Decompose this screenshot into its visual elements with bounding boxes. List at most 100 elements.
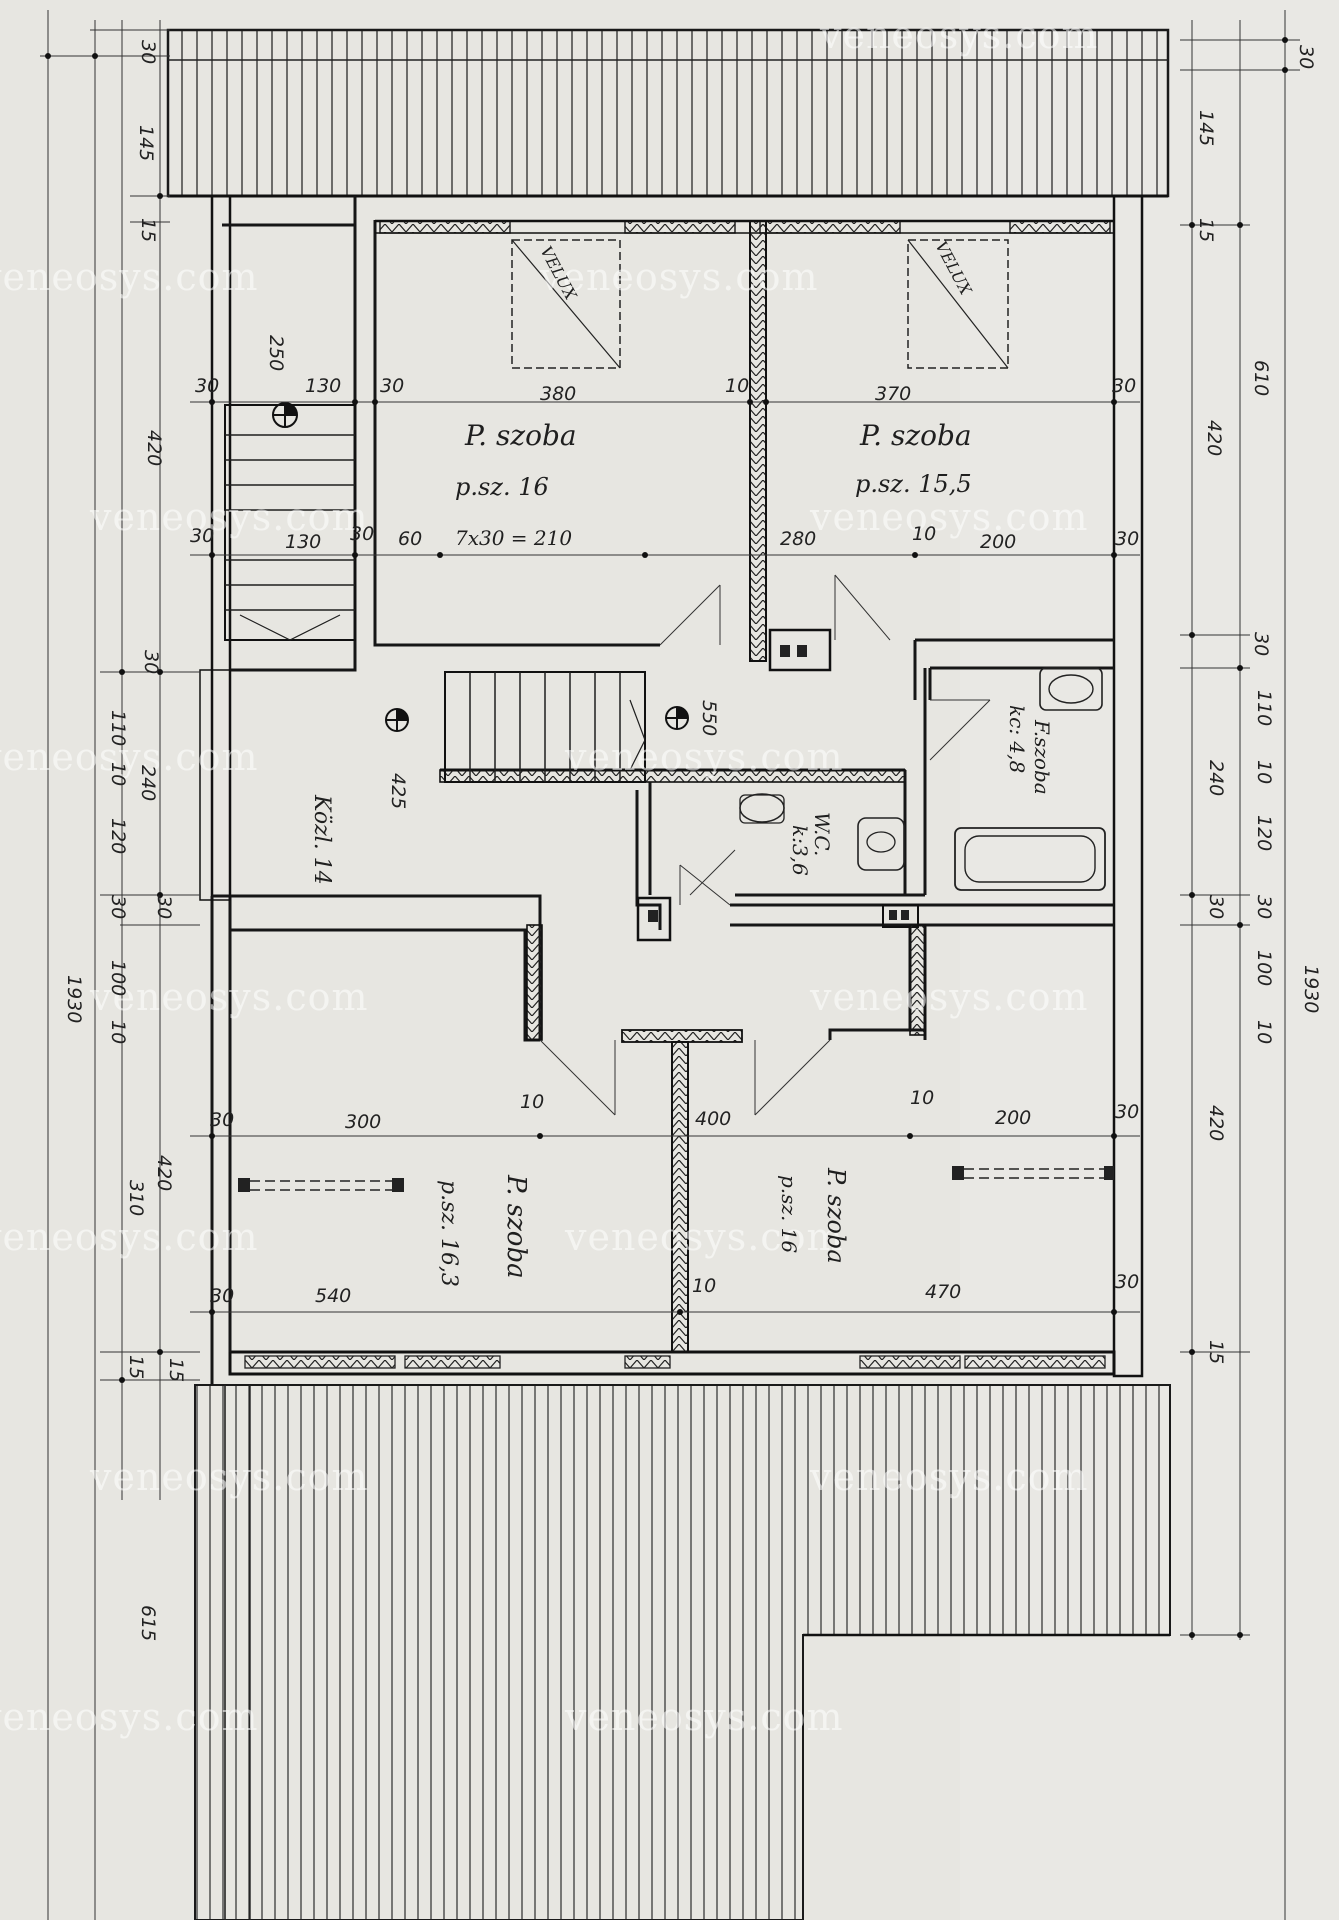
lower-staircase — [444, 671, 646, 783]
dims-left: 30 145 15 420 30 110 10 240 120 30 30 10… — [63, 40, 187, 1641]
dims-row-mid: 30 130 30 60 280 10 200 30 — [190, 523, 1139, 553]
hall-name: Közl. 14 — [309, 794, 334, 885]
watermark-text: veneosys.com — [564, 735, 844, 779]
room-top-right-area: p.sz. 15,5 — [855, 470, 972, 498]
room-bottom-right-area: p.sz. 16 — [777, 1175, 801, 1253]
dim-text: 15 — [1195, 218, 1217, 242]
watermark-text: veneosys.com — [0, 735, 259, 779]
dim-text: 30 — [210, 1285, 234, 1307]
dim-text: 280 — [780, 528, 816, 550]
stair-formula: 7x30 = 210 — [455, 526, 572, 550]
watermark-text: veneosys.com — [809, 975, 1089, 1019]
level-250: 250 — [265, 335, 287, 371]
dim-text: 240 — [1205, 760, 1227, 796]
room-labels: P. szoba p.sz. 16 P. szoba p.sz. 15,5 Kö… — [309, 419, 1054, 1287]
dim-text: 30 — [350, 523, 374, 545]
top-balcony — [166, 28, 1170, 198]
dim-text: 300 — [345, 1111, 381, 1133]
dim-text: 380 — [540, 383, 576, 405]
dim-text: 30 — [1115, 1271, 1139, 1293]
dim-text: 10 — [910, 1087, 934, 1109]
dim-text: 30 — [1253, 895, 1275, 919]
dim-text: 10 — [1253, 760, 1275, 784]
dim-text: 60 — [398, 528, 422, 550]
radiators — [238, 1166, 1114, 1192]
dims-row-top: 30 130 30 380 10 370 30 — [195, 375, 1136, 405]
room-bottom-left-name: P. szoba — [501, 1174, 531, 1279]
sanitary-fixtures — [689, 667, 1106, 896]
watermark-text: veneosys.com — [89, 975, 369, 1019]
dim-text: 1930 — [1300, 965, 1322, 1013]
dim-text: 420 — [1205, 1105, 1227, 1141]
dim-text: 1930 — [63, 975, 85, 1023]
watermark-text: veneosys.com — [89, 495, 369, 539]
wc-area: k:3,6 — [788, 825, 812, 876]
watermark-text: veneosys.com — [564, 1695, 844, 1739]
dim-text: 110 — [107, 710, 129, 746]
level-markers — [272, 402, 689, 732]
dim-text: 10 — [520, 1091, 544, 1113]
dim-text: 615 — [137, 1605, 159, 1641]
dim-text: 10 — [912, 523, 936, 545]
dim-text: 30 — [1250, 632, 1272, 656]
bathroom-area: kc: 4,8 — [1005, 705, 1029, 773]
watermark-text: veneosys.com — [819, 13, 1099, 57]
dim-text: 310 — [125, 1180, 147, 1216]
dim-text: 420 — [153, 1155, 175, 1191]
level-550: 550 — [698, 700, 720, 736]
room-top-left-name: P. szoba — [464, 419, 577, 452]
dim-text: 10 — [1253, 1020, 1275, 1044]
dim-text: 30 — [137, 40, 159, 64]
dim-text: 470 — [925, 1281, 961, 1303]
dim-text: 110 — [1253, 690, 1275, 726]
dim-text: 10 — [107, 1020, 129, 1044]
watermarks: veneosys.com veneosys.com veneosys.com v… — [0, 13, 1099, 1739]
dim-text: 120 — [107, 818, 129, 854]
wc-name: W.C. — [810, 812, 834, 856]
dim-text: 30 — [1205, 895, 1227, 919]
watermark-text: veneosys.com — [809, 495, 1089, 539]
interior-walls — [199, 220, 1114, 1353]
dim-text: 30 — [107, 895, 129, 919]
watermark-text: veneosys.com — [809, 1455, 1089, 1499]
dim-text: 30 — [153, 895, 175, 919]
dim-text: 145 — [135, 125, 157, 161]
dim-text: 30 — [1115, 528, 1139, 550]
dim-text: 540 — [315, 1285, 351, 1307]
room-top-left-area: p.sz. 16 — [455, 473, 549, 501]
velux-windows — [511, 239, 1009, 369]
top-windows — [375, 219, 1114, 234]
doors — [539, 574, 991, 1116]
watermark-text: veneosys.com — [0, 1215, 259, 1259]
dim-text: 200 — [980, 531, 1016, 553]
watermark-text: veneosys.com — [564, 1215, 844, 1259]
bathroom-name: F.szoba — [1030, 719, 1054, 795]
dim-text: 370 — [875, 383, 911, 405]
watermark-text: veneosys.com — [89, 1455, 369, 1499]
level-425: 425 — [387, 773, 409, 809]
dim-text: 15 — [137, 218, 159, 242]
dimension-lines — [40, 10, 1300, 1920]
dim-text: 30 — [1112, 375, 1136, 397]
dim-text: 15 — [165, 1358, 187, 1382]
dim-text: 200 — [995, 1107, 1031, 1129]
dim-text: 15 — [125, 1355, 147, 1379]
dim-text: 30 — [195, 375, 219, 397]
watermark-text: veneosys.com — [0, 255, 259, 299]
level-values: 250 425 550 — [265, 335, 720, 809]
dim-text: 420 — [1203, 420, 1225, 456]
room-top-right-name: P. szoba — [859, 419, 972, 452]
dim-text: 100 — [107, 960, 129, 996]
dim-text: 130 — [285, 531, 321, 553]
dim-text: 100 — [1253, 950, 1275, 986]
watermark-text: veneosys.com — [0, 1695, 259, 1739]
dim-text: 400 — [695, 1108, 731, 1130]
dim-text: 10 — [692, 1275, 716, 1297]
dim-text: 30 — [380, 375, 404, 397]
watermark-text: veneosys.com — [539, 255, 819, 299]
dim-text: 30 — [140, 650, 162, 674]
dim-text: 145 — [1195, 110, 1217, 146]
dim-text: 610 — [1250, 360, 1272, 396]
